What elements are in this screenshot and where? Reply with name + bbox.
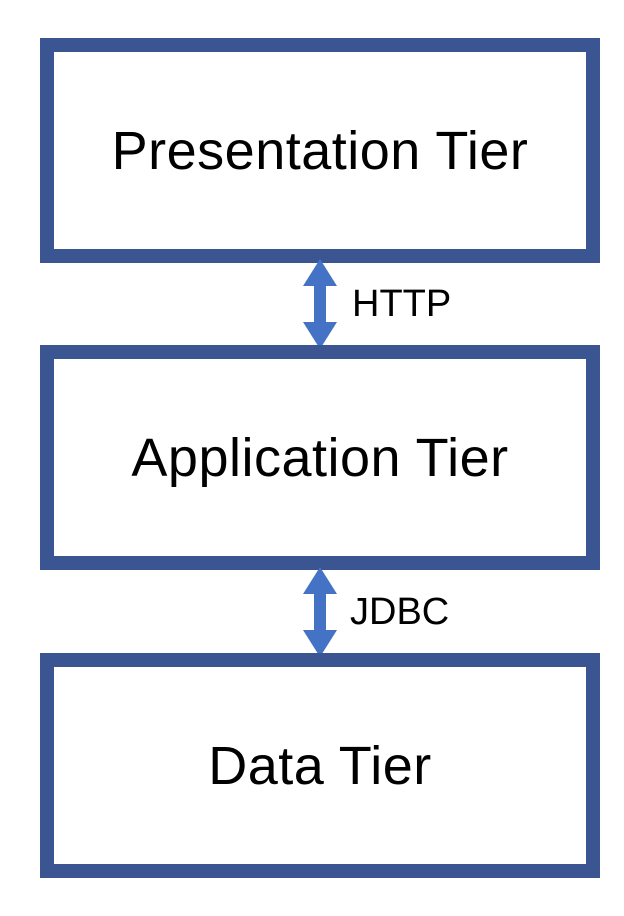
http-connector-arrow-icon xyxy=(300,259,340,349)
presentation-tier-box: Presentation Tier xyxy=(40,38,600,263)
data-tier-label: Data Tier xyxy=(208,735,432,796)
jdbc-connector-arrow-icon xyxy=(300,567,340,657)
application-tier-box: Application Tier xyxy=(40,345,600,570)
data-tier-box: Data Tier xyxy=(40,653,600,878)
application-tier-label: Application Tier xyxy=(131,427,509,488)
http-connector-label: HTTP xyxy=(352,283,452,325)
presentation-tier-label: Presentation Tier xyxy=(111,120,529,181)
jdbc-connector-label: JDBC xyxy=(350,591,450,633)
